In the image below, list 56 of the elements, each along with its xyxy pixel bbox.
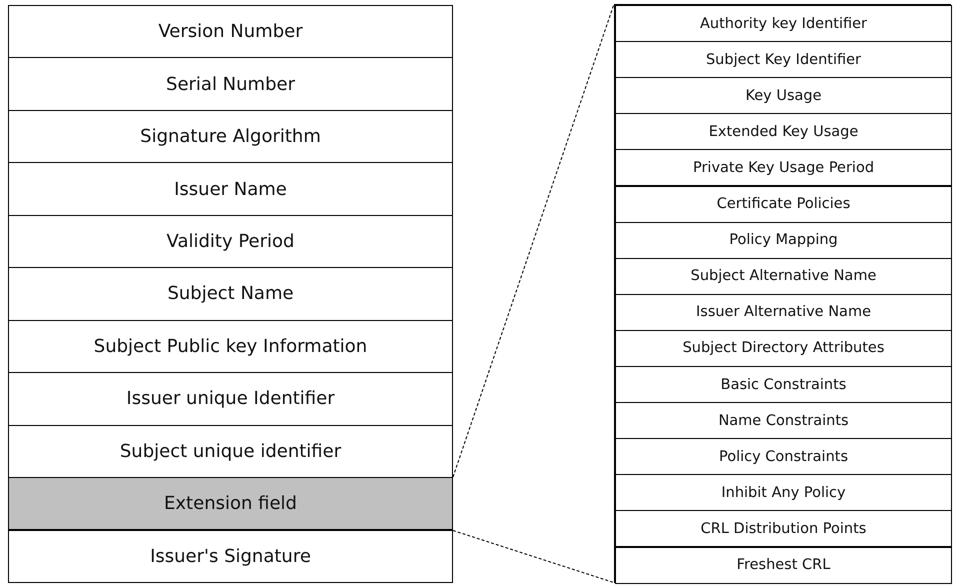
field-cell: [615, 5, 952, 42]
field-name: Authority key Identifier: [700, 16, 868, 32]
field-name: Freshest CRL: [736, 557, 830, 574]
field-cell: [8, 477, 453, 530]
field-name: Validity Period: [166, 231, 294, 252]
field-cell: [615, 222, 952, 259]
field-name: Key Usage: [745, 88, 822, 104]
field-cell: [615, 149, 952, 186]
field-name: Extension field: [164, 493, 297, 514]
field-name: Basic Constraints: [720, 376, 846, 393]
field-cell: [8, 5, 453, 58]
field-cell: [8, 530, 453, 583]
field-cell: [615, 366, 952, 404]
field-cell: [8, 110, 453, 164]
field-name: Issuer unique Identifier: [126, 388, 335, 410]
field-cell: [615, 258, 952, 295]
field-cell: [8, 267, 453, 321]
field-name: Certificate Policies: [716, 196, 850, 212]
field-cell: [8, 214, 453, 268]
field-cell: [8, 162, 453, 216]
leader-line: [452, 4, 614, 478]
field-name: Signature Algorithm: [140, 126, 321, 148]
field-cell: [615, 113, 952, 150]
field-cell: [615, 330, 952, 367]
field-name: Issuer's Signature: [150, 546, 311, 567]
field-cell: [615, 41, 952, 78]
field-cell: [8, 57, 453, 111]
field-cell: [8, 372, 453, 426]
field-cell: [615, 546, 952, 584]
field-name: Inhibit Any Policy: [721, 484, 846, 501]
field-name: Subject Directory Attributes: [682, 340, 884, 356]
field-name: Extended Key Usage: [708, 124, 858, 140]
field-name: Serial Number: [166, 74, 295, 95]
field-cell: [615, 77, 952, 114]
field-cell: [615, 402, 952, 440]
field-name: CRL Distribution Points: [700, 520, 866, 537]
field-name: Issuer Name: [174, 178, 287, 200]
field-cell: [8, 424, 453, 478]
field-cell: [615, 510, 952, 548]
field-cell: [615, 438, 952, 476]
field-name: Subject Name: [167, 283, 294, 304]
field-cell: [615, 294, 952, 331]
field-name: Private Key Usage Period: [692, 160, 874, 176]
field-name: Subject Public key Information: [94, 336, 368, 357]
field-name: Subject Alternative Name: [690, 268, 876, 284]
field-cell: [615, 186, 952, 223]
field-name: Policy Constraints: [718, 448, 848, 465]
field-cell: [615, 474, 952, 512]
field-name: Version Number: [158, 21, 303, 42]
field-cell: [8, 320, 453, 374]
field-name: Issuer Alternative Name: [696, 304, 871, 320]
field-name: Policy Mapping: [729, 232, 838, 248]
field-name: Subject unique identifier: [120, 440, 342, 462]
field-name: Subject Key Identifier: [706, 52, 862, 68]
field-name: Name Constraints: [718, 412, 849, 429]
leader-line: [452, 530, 614, 584]
